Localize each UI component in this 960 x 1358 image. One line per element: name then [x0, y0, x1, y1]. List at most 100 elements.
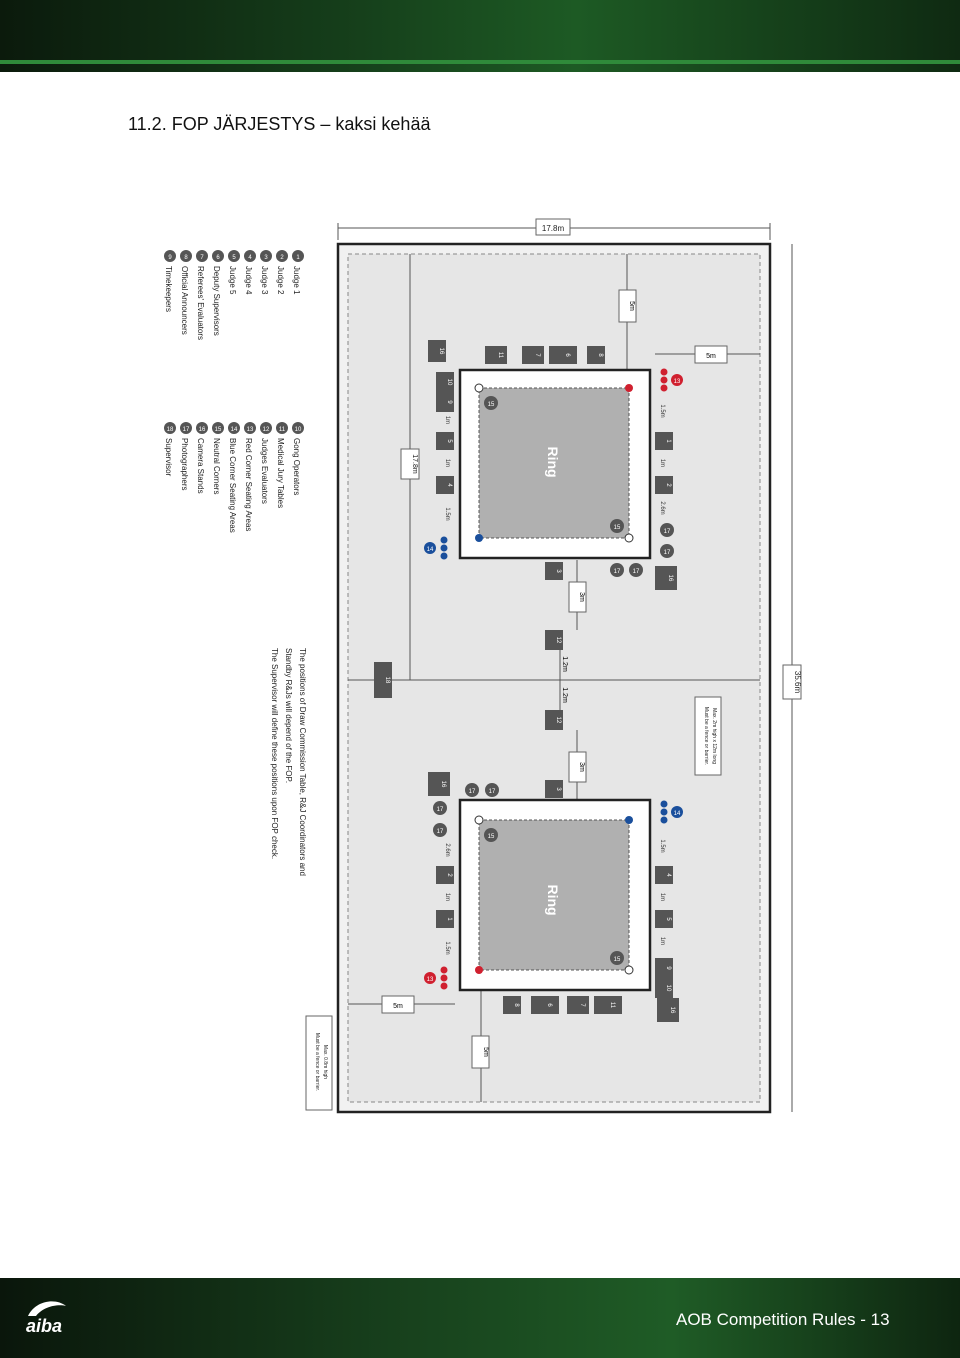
ring-2-neutral-corner-a — [474, 815, 484, 825]
ring-2-neutral-marker-b-label: 15 — [614, 957, 621, 963]
five-dim-b-label: 5m — [706, 353, 716, 360]
positions-note-line-1: The positions of Draw Commission Table, … — [298, 648, 307, 876]
legend-11-marker — [276, 422, 288, 434]
r1-table-5-label: 5 — [446, 439, 452, 443]
legend-13-marker — [244, 422, 256, 434]
legend-6-num: 6 — [216, 255, 220, 261]
fence-note-bottom-line-2: Max. 0.8m high — [322, 1045, 328, 1079]
legend-7-label: Referees' Evaluators — [196, 266, 205, 340]
r2-photographer-a — [465, 783, 479, 797]
legend-4-label: Judge 4 — [244, 266, 253, 295]
r1-blue-seat-3 — [440, 552, 448, 560]
r1-camera-16-top — [428, 340, 446, 362]
legend-17-num: 17 — [183, 427, 190, 433]
r2-blue-seat-marker — [671, 806, 683, 818]
legend-5-num: 5 — [232, 255, 236, 261]
r1-red-seat-3 — [660, 384, 668, 392]
five-dim-b-box — [694, 345, 728, 364]
three-dim-a-box — [568, 581, 587, 613]
r1-table-2-label: 2 — [665, 483, 671, 487]
legend-1-label: Judge 1 — [292, 266, 301, 295]
r2-table-10-label: 10 — [665, 985, 671, 992]
legend-10-label: Gong Operators — [292, 438, 301, 495]
r1-red-seat-marker — [671, 374, 683, 386]
r2-blue-seat-3 — [660, 816, 668, 824]
legend-12-label: Judges Evaluators — [260, 438, 269, 504]
bottom-banner — [0, 1278, 960, 1358]
r2-table-3-label: 3 — [555, 787, 561, 791]
r1-camera-16-top-label: 16 — [438, 348, 444, 355]
ring-1-neutral-corner-a — [474, 383, 484, 393]
r2-photographer-d — [433, 823, 447, 837]
r2-table-11 — [594, 996, 622, 1014]
r2-blue-seat-label: 14 — [674, 811, 681, 817]
positions-note-line-2: Standby R&Js will depend of the FOP. — [284, 648, 293, 783]
legend-5-marker — [228, 250, 240, 262]
r1-table-11-label: 11 — [497, 352, 503, 359]
legend-17-marker — [180, 422, 192, 434]
r2-camera-16-top — [428, 772, 450, 796]
r2-photographer-c-label: 17 — [437, 807, 444, 813]
ring-2-blue-corner — [625, 816, 633, 824]
ring-2-neutral-marker-a — [484, 828, 498, 842]
positions-note-line-3: The Supervisor will define these positio… — [270, 648, 279, 859]
r2-photographer-c — [433, 801, 447, 815]
legend-10-num: 10 — [295, 427, 302, 433]
legend-16-label: Camera Stands — [196, 438, 205, 494]
judges-evaluator-table-bottom-label: 12 — [555, 717, 561, 724]
r1-table-6-label: 6 — [564, 353, 570, 357]
banner-stripe — [0, 60, 960, 64]
r2-table-5-label: 5 — [665, 917, 671, 921]
legend-8-label: Official Announcers — [180, 266, 189, 335]
r1-spacing-left-2: 1m — [444, 459, 450, 467]
aiba-logo-text: aiba — [26, 1316, 62, 1336]
r1-table-9-label: 9 — [446, 400, 452, 404]
r1-camera-16-bottom — [655, 566, 677, 590]
r1-camera-16-bottom-label: 16 — [667, 575, 673, 582]
r2-table-6 — [531, 996, 559, 1014]
width-dim-label: 17.8m — [542, 224, 565, 233]
r1-blue-seat-label: 14 — [427, 547, 434, 553]
legend-1-marker — [292, 250, 304, 262]
r2-red-seat-marker — [424, 972, 436, 984]
r2-photographer-a-label: 17 — [469, 789, 476, 795]
legend-13-num: 13 — [247, 427, 254, 433]
five-dim-a-box — [618, 289, 637, 323]
legend-14-label: Blue Corner Seating Areas — [228, 438, 237, 533]
r1-table-6 — [549, 346, 577, 364]
legend-18-num: 18 — [167, 427, 174, 433]
r1-blue-seat-2 — [440, 544, 448, 552]
r2-photographer-d-label: 17 — [437, 829, 444, 835]
fence-note-top-box — [694, 696, 722, 776]
legend-2-num: 2 — [280, 255, 284, 261]
legend-11-label: Medical Jury Tables — [276, 438, 285, 508]
r2-table-2 — [436, 866, 454, 884]
page-title: 11.2. FOP JÄRJESTYS – kaksi kehää — [128, 114, 431, 134]
five-dim-a-label: 5m — [628, 301, 635, 311]
r1-table-4 — [436, 476, 454, 494]
r2-spacing-left-1: 2.6m — [444, 843, 450, 856]
legend-7-marker — [196, 250, 208, 262]
r2-spacing-left-3: 1.5m — [444, 941, 450, 954]
r2-red-seat-2 — [440, 974, 448, 982]
legend-6-label: Deputy Supervisors — [212, 266, 221, 336]
legend-3-num: 3 — [264, 255, 268, 261]
r1-table-3-label: 3 — [555, 569, 561, 573]
width-dim-box — [535, 218, 571, 236]
footer-page-label: AOB Competition Rules - 13 — [676, 1310, 890, 1329]
r2-table-7-label: 7 — [579, 1003, 585, 1007]
r1-table-8-label: 8 — [597, 353, 603, 357]
supervisor-table — [374, 662, 392, 698]
r1-red-seat-1 — [660, 368, 668, 376]
ring-2: Ring 15 15 — [458, 798, 652, 992]
legend-18-label: Supervisor — [164, 438, 173, 477]
r1-table-7-label: 7 — [534, 353, 540, 357]
r2-photographer-b — [485, 783, 499, 797]
legend-16-num: 16 — [199, 427, 206, 433]
r2-camera-16-bottom — [657, 998, 679, 1022]
r2-spacing-right-1: 1.5m — [659, 839, 665, 852]
supervisor-table-label: 18 — [384, 677, 390, 684]
legend-2-marker — [276, 250, 288, 262]
r2-table-9-label: 9 — [665, 966, 671, 970]
r2-camera-16-top-label: 16 — [440, 781, 446, 788]
